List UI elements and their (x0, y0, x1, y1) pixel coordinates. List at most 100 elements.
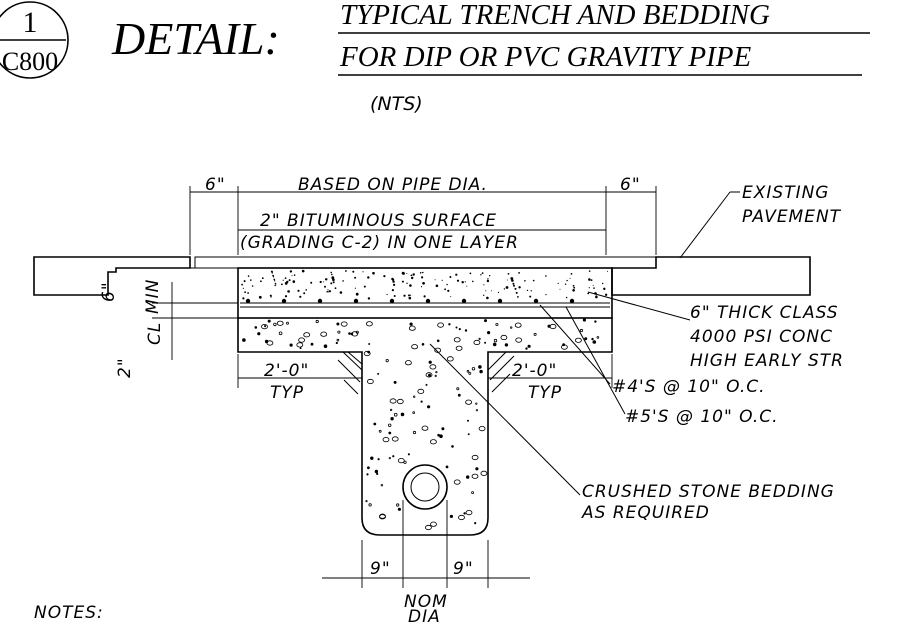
bedding-stone (276, 320, 284, 326)
bedding-stone (575, 337, 582, 343)
leader-concrete (587, 291, 691, 321)
bedding-stone (500, 334, 508, 341)
bedding-stone (421, 425, 429, 431)
rebar-dot (461, 298, 467, 304)
concrete-speck (419, 272, 422, 274)
bedding-stone (457, 393, 461, 397)
rebar-dot (281, 298, 287, 304)
concrete-speck (330, 271, 333, 274)
concrete-speck (383, 275, 386, 278)
bedding-stone (392, 455, 395, 458)
labels: 6" BASED ON PIPE DIA. 6" 2" BITUMINOUS S… (34, 175, 843, 623)
concrete-speck (526, 289, 529, 292)
bedding-stone (473, 339, 481, 346)
concrete-speck (434, 279, 436, 281)
concrete-speck (243, 280, 246, 283)
concrete-speck (324, 285, 326, 288)
bedding-stone (436, 339, 440, 343)
concrete-speck (441, 279, 443, 281)
rebar-dot (245, 298, 251, 304)
bedding-stone (365, 321, 373, 327)
bedding-stone (298, 337, 306, 343)
bedding-stone (478, 337, 481, 340)
concrete-speck (367, 276, 370, 279)
bedding-stone (390, 417, 394, 421)
dimension-lines (152, 186, 657, 588)
bedding-stone (340, 321, 348, 327)
callout-existing-1: EXISTING (742, 183, 829, 203)
concrete-speck (472, 280, 474, 283)
concrete-speck (524, 280, 526, 282)
bedding-stone (368, 342, 371, 345)
leader-rebar-bottom (565, 306, 626, 415)
bedding-stone (257, 332, 261, 336)
concrete-speck (456, 279, 460, 282)
callout-existing-2: PAVEMENT (742, 207, 842, 227)
concrete-speck (393, 295, 396, 297)
callout-rebar-top: #4'S @ 10" O.C. (612, 377, 766, 397)
concrete-speck (242, 287, 244, 289)
concrete-speck (355, 292, 359, 296)
bedding-stone (412, 411, 416, 414)
concrete-speck (507, 273, 510, 275)
dim-left-offset: 6" (205, 175, 226, 195)
bedding-stone (385, 358, 389, 363)
bedding-stone (407, 453, 410, 456)
concrete-speck (247, 292, 250, 294)
concrete-speck (287, 290, 290, 293)
bedding-stone (465, 509, 473, 516)
concrete-speck (261, 277, 264, 280)
concrete-speck (339, 291, 343, 294)
detail-bubble (0, 1, 69, 79)
concrete-speck (530, 290, 532, 292)
concrete-speck (469, 272, 472, 275)
concrete-speck (545, 294, 547, 296)
bedding-stone (393, 412, 398, 417)
concrete-speck (301, 269, 305, 273)
rebar-dot (425, 298, 431, 304)
concrete-speck (391, 289, 394, 292)
concrete-speck (486, 279, 490, 283)
concrete-speck (247, 275, 250, 277)
concrete-slab-outline (237, 267, 613, 319)
concrete-speck (409, 294, 412, 296)
bedding-stone (261, 323, 268, 330)
bedding-stone (463, 512, 466, 515)
title-line-2: FOR DIP OR PVC GRAVITY PIPE (339, 41, 751, 73)
concrete-speck (291, 275, 293, 277)
callout-concrete-1: 6" THICK CLASS (690, 303, 839, 323)
bedding-stone (514, 322, 522, 328)
bedding-stone (348, 332, 351, 335)
concrete-speck (518, 286, 521, 289)
concrete-speck (422, 271, 424, 274)
bedding-stone (451, 445, 454, 448)
bedding-stone (409, 322, 413, 326)
concrete-speck (466, 285, 468, 287)
concrete-speck (327, 289, 329, 291)
concrete-speck (372, 271, 375, 275)
concrete-speck (241, 283, 244, 286)
concrete-speck (587, 292, 590, 295)
bedding-stone (474, 521, 477, 525)
concrete-speck (331, 273, 333, 276)
concrete-speck (497, 291, 500, 293)
concrete-speck (483, 294, 485, 296)
bedding-stone (495, 322, 499, 326)
bedding-stone (435, 370, 438, 374)
bedding-stone (455, 326, 458, 329)
concrete-speck (330, 282, 333, 285)
concrete-speck (367, 297, 371, 300)
title-line-1: TYPICAL TRENCH AND BEDDING (340, 0, 770, 31)
bedding-stone (365, 499, 368, 503)
concrete-speck (273, 278, 276, 281)
concrete-speck (489, 275, 491, 277)
concrete-speck (403, 294, 406, 297)
bedding-stones (242, 318, 600, 531)
bedding-stone (397, 457, 405, 464)
bedding-stone (389, 408, 393, 412)
concrete-speck (566, 279, 568, 282)
concrete-speck (328, 290, 331, 293)
concrete-speck (588, 287, 590, 289)
concrete-speck (274, 282, 277, 285)
